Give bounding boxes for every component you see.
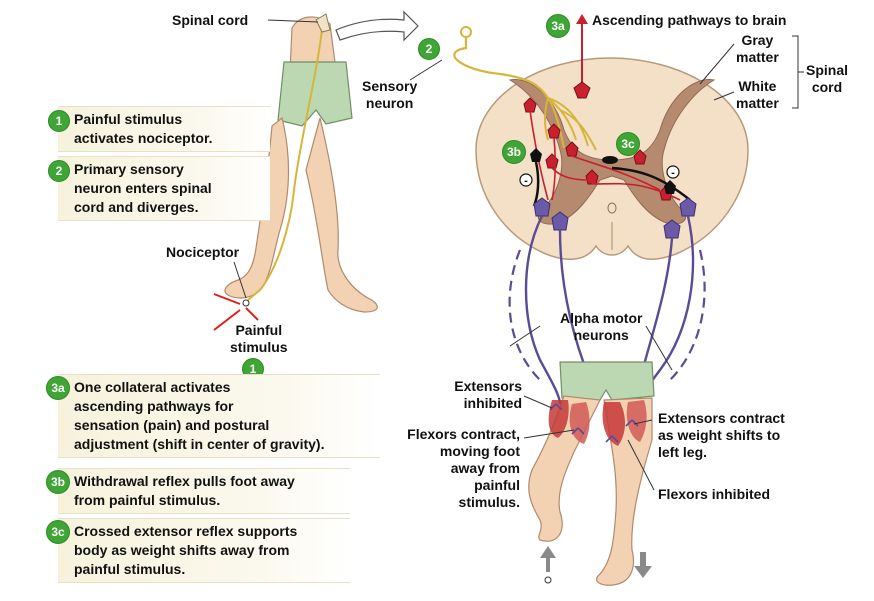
label-line: moving foot	[439, 443, 520, 459]
step-line: Crossed extensor reflex supports	[74, 523, 298, 539]
label-line: stimulus	[230, 339, 288, 355]
legs-figure	[528, 361, 655, 586]
step-3b-box: Withdrawal reflex pulls foot away from p…	[58, 468, 350, 514]
badge-step-2-diagram: 2	[418, 38, 440, 60]
label-line: stimulus.	[458, 494, 520, 510]
step-1-box: Painful stimulus activates nociceptor.	[58, 106, 270, 152]
label-line: Spinal	[806, 62, 849, 78]
label-line: Extensors contract	[658, 410, 785, 426]
sensory-neuron-path	[453, 26, 597, 151]
step-line: activates nociceptor.	[74, 130, 213, 146]
label-line: White	[738, 78, 777, 94]
label-line: Painful	[235, 322, 283, 338]
label-line: Flexors contract,	[407, 426, 520, 442]
label-line: neuron	[365, 95, 414, 111]
callout-lines	[409, 35, 804, 491]
label-line: left leg.	[658, 444, 708, 460]
label-line: as weight shifts to	[658, 427, 781, 443]
step-3a-box: One collateral activates ascending pathw…	[58, 374, 380, 458]
extensors-inhibited-label: Extensors inhibited	[442, 378, 522, 412]
inhibit-sign-right: -	[671, 167, 675, 179]
inhibit-sign-left: -	[524, 175, 528, 187]
badge-step-3b: 3b	[46, 470, 70, 494]
badge-step-3c: 3c	[46, 520, 70, 544]
label-line: matter	[736, 49, 779, 65]
person-figure	[213, 13, 378, 331]
step-line: neuron enters spinal	[74, 180, 212, 196]
label-line: inhibited	[463, 395, 522, 411]
flexors-contract-label: Flexors contract, moving foot away from …	[384, 426, 520, 511]
spinal-cord-bracket-label: Spinal cord	[806, 62, 848, 96]
badge-step-3a: 3a	[46, 376, 70, 400]
step-line: Primary sensory	[74, 161, 184, 177]
back-leg	[305, 117, 378, 313]
step-line: body as weight shifts away from	[74, 542, 290, 558]
badge-step-1: 1	[48, 110, 70, 132]
label-line: Sensory	[362, 78, 418, 94]
label-line: away from	[450, 460, 520, 476]
pain-stimulus-icon	[213, 293, 259, 331]
step-line: sensation (pain) and postural	[74, 417, 270, 433]
label-line: painful	[474, 477, 520, 493]
step-line: Withdrawal reflex pulls foot away	[74, 473, 295, 489]
label-line: Alpha motor	[560, 310, 643, 326]
label-line: neurons	[573, 327, 629, 343]
label-line: cord	[811, 79, 843, 95]
nociceptor-label: Nociceptor	[166, 244, 240, 260]
step-line: Painful stimulus	[74, 111, 183, 127]
painful-stimulus-label: Painful stimulus	[230, 322, 288, 356]
link-arrow-icon	[335, 10, 419, 42]
step-line: cord and diverges.	[74, 199, 199, 215]
label-line: Gray	[741, 32, 774, 48]
alpha-motor-label: Alpha motor neurons	[560, 310, 642, 344]
badge-step-3a-diagram: 3a	[546, 14, 570, 38]
step-line: ascending pathways for	[74, 398, 234, 414]
interneurons	[523, 97, 673, 201]
extensors-contract-label: Extensors contract as weight shifts to l…	[658, 410, 785, 461]
up-arrow-icon	[540, 546, 556, 572]
white-matter-label: White matter	[736, 78, 779, 112]
step-2-box: Primary sensory neuron enters spinal cor…	[58, 156, 270, 221]
inhibitory-interneurons: - -	[519, 148, 691, 207]
label-line: Extensors	[454, 378, 522, 394]
step-line: from painful stimulus.	[74, 492, 221, 508]
flexors-inhibited-label: Flexors inhibited	[658, 486, 771, 502]
badge-step-2: 2	[48, 160, 70, 182]
front-leg	[224, 116, 290, 299]
sensory-neuron-label: Sensory neuron	[362, 78, 417, 112]
step-line: adjustment (shift in center of gravity).	[74, 436, 325, 452]
spinal-cord-leg-label: Spinal cord	[172, 12, 249, 28]
label-line: matter	[736, 95, 779, 111]
down-arrow-icon	[634, 552, 652, 578]
step-line: One collateral activates	[74, 379, 231, 395]
ascending-pathway	[573, 14, 591, 99]
step-line: painful stimulus.	[74, 561, 186, 577]
badge-step-3c-diagram: 3c	[616, 132, 640, 156]
ascending-pathways-label: Ascending pathways to brain	[592, 12, 787, 28]
gray-matter-label: Gray matter	[736, 32, 779, 66]
badge-step-3b-diagram: 3b	[502, 140, 526, 164]
step-3c-box: Crossed extensor reflex supports body as…	[58, 518, 350, 583]
